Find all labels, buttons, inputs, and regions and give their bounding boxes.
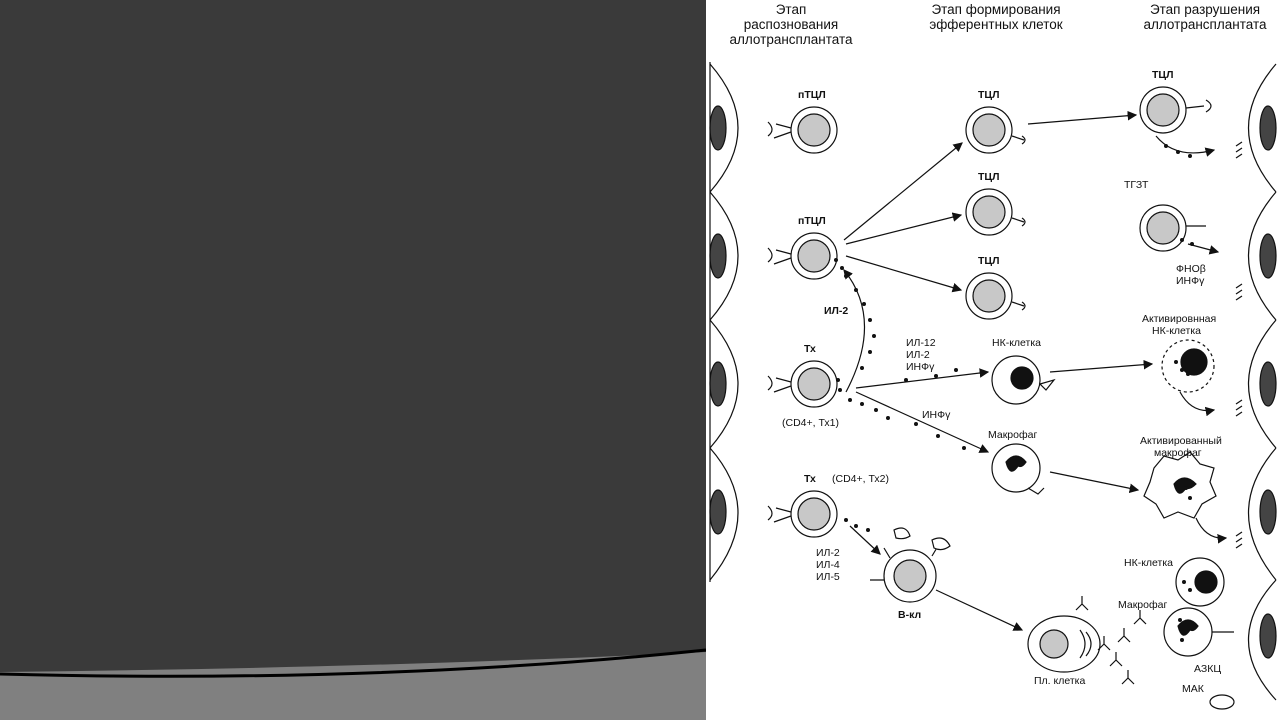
cell-activated-macrophage <box>1143 451 1217 519</box>
label-bcell: В-кл <box>898 609 921 621</box>
label-ifn2: ИНФγ <box>922 409 951 421</box>
label-macrophage-bottom: Макрофаг <box>1118 599 1167 611</box>
graft-cells-right <box>1248 63 1277 701</box>
label-il2b: ИЛ-2 <box>816 547 840 559</box>
diagram-svg: пТЦЛ пТЦЛ ИЛ-2 Тх (CD4+, Тх1) Тх (CD4+, … <box>709 62 1277 710</box>
label-tcl-dest: ТЦЛ <box>1152 69 1173 81</box>
cell-tx1 <box>767 360 838 408</box>
header-destruction: Этап разрушения аллотрансплантата <box>1143 2 1267 32</box>
label-adcc: АЗКЦ <box>1194 663 1221 675</box>
label-plasma: Пл. клетка <box>1034 675 1085 687</box>
label-act-macro-a: Активированный <box>1140 435 1222 447</box>
label-tcl-1: ТЦЛ <box>978 89 999 101</box>
label-tx1: Тх <box>804 343 816 355</box>
label-mac: МАК <box>1182 683 1205 695</box>
label-cyt1-c: ИНФγ <box>906 361 935 373</box>
cytokine-dots <box>834 144 1194 642</box>
label-tgzt: ТГЗТ <box>1124 179 1149 191</box>
label-act-nk-b: НК-клетка <box>1152 325 1201 337</box>
cell-b <box>870 527 951 603</box>
label-ifn-dest: ИНФγ <box>1176 275 1205 287</box>
label-tcl-2: ТЦЛ <box>978 171 999 183</box>
cell-tcl-2 <box>965 188 1026 236</box>
label-cyt1-a: ИЛ-12 <box>906 337 936 349</box>
header-recognition: Этап распознования аллотрансплантата <box>729 2 853 47</box>
header-effector: Этап формирования эфферентных клеток <box>929 2 1063 32</box>
slide-dark-area <box>0 0 706 672</box>
cell-tx2 <box>767 490 838 538</box>
cell-activated-nk <box>1161 339 1215 393</box>
label-act-nk-a: Активировнная <box>1142 313 1216 325</box>
cell-plasma <box>1027 615 1101 673</box>
cell-macrophage-bottom <box>1163 607 1234 657</box>
label-il5: ИЛ-5 <box>816 571 840 583</box>
graft-cells-left <box>709 62 739 582</box>
cell-ptcl-1 <box>767 106 838 154</box>
label-tnf: ФНОβ <box>1176 263 1206 275</box>
lesion-marks <box>1235 141 1243 549</box>
cell-tcl-3 <box>965 272 1026 320</box>
cell-macrophage <box>991 443 1045 495</box>
label-nk: НК-клетка <box>992 337 1041 349</box>
label-ptcl-2: пТЦЛ <box>798 215 826 227</box>
cell-nk <box>991 355 1056 405</box>
slide-curve-line <box>0 648 707 678</box>
arrows <box>843 110 1228 631</box>
mac-complex <box>1209 694 1235 710</box>
cell-nk-bottom <box>1175 557 1225 607</box>
label-macrophage: Макрофаг <box>988 429 1037 441</box>
label-ptcl-1: пТЦЛ <box>798 89 826 101</box>
cell-ptcl-2 <box>767 232 838 280</box>
label-nk-bottom: НК-клетка <box>1124 557 1173 569</box>
label-cd4-tx1: (CD4+, Тх1) <box>782 417 839 429</box>
immunology-figure: Этап распознования аллотрансплантата Эта… <box>706 0 1280 720</box>
label-cd4-tx2: (CD4+, Тх2) <box>832 473 889 485</box>
label-cyt1-b: ИЛ-2 <box>906 349 930 361</box>
cell-tcl-dest <box>1139 86 1212 134</box>
cell-tgzt <box>1139 204 1206 252</box>
label-il2: ИЛ-2 <box>824 305 848 317</box>
label-il4: ИЛ-4 <box>816 559 840 571</box>
label-tcl-3: ТЦЛ <box>978 255 999 267</box>
cell-tcl-1 <box>965 106 1026 154</box>
label-tx2: Тх <box>804 473 816 485</box>
antibodies <box>1075 596 1147 685</box>
label-act-macro-b: макрофаг <box>1154 447 1202 459</box>
